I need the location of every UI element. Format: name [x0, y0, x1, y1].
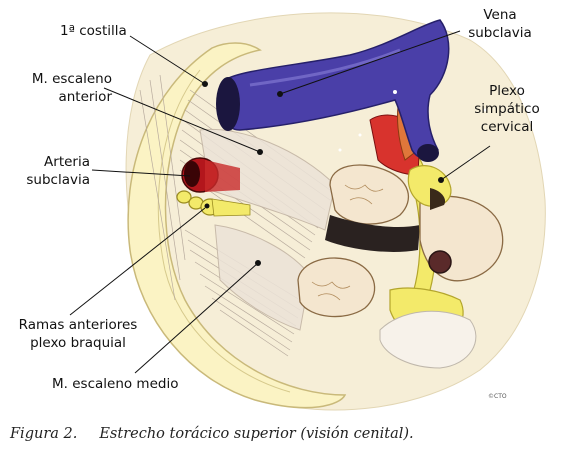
label-subclavian-artery: Arteria subclavia [18, 153, 90, 189]
vein-lumen-left [216, 77, 240, 131]
label-sympathetic-plexus: Plexo simpático cervical [462, 82, 552, 136]
artery-lumen [184, 161, 200, 187]
vein-lumen-lower [417, 144, 439, 162]
plexus-dot [204, 203, 210, 209]
copyright-mark: ©CTO [488, 393, 507, 400]
label-subclavian-artery-line2: subclavia [26, 172, 90, 188]
label-brachial-plexus-rami: Ramas anteriores plexo braquial [8, 316, 148, 352]
label-subclavian-vein: Vena subclavia [455, 6, 545, 42]
label-brachial-plexus-rami-line1: Ramas anteriores [18, 317, 138, 333]
label-brachial-plexus-rami-line2: plexo braquial [30, 335, 126, 351]
label-anterior-scalene: M. escaleno anterior [20, 70, 112, 106]
caption-text: Estrecho torácico superior (visión cenit… [99, 426, 414, 442]
label-sympathetic-plexus-line2: simpático [474, 101, 540, 117]
label-anterior-scalene-line2: anterior [58, 89, 112, 105]
first-rib [127, 42, 347, 409]
artery-vessel-body [205, 160, 240, 192]
leader-line-dots [202, 81, 444, 266]
caption-number: Figura 2. [10, 426, 78, 442]
label-first-rib-text: 1ª costilla [60, 23, 127, 39]
label-middle-scalene: M. escaleno medio [52, 375, 178, 393]
leader-lines [69, 30, 491, 374]
rib-inner-edge [157, 69, 291, 393]
label-anterior-scalene-line1: M. escaleno [31, 71, 112, 87]
brachial-plexus-rami [176, 190, 251, 217]
vein-highlight [249, 48, 401, 87]
vertebra-lower [297, 257, 376, 318]
figure-caption: Figura 2. Estrecho torácico superior (vis… [10, 426, 414, 442]
soft-tissue-bottom [379, 310, 477, 369]
label-sympathetic-plexus-line1: Plexo [489, 83, 525, 99]
plexus-dark-core [430, 188, 446, 210]
anterior-scalene-muscle [199, 128, 336, 231]
label-subclavian-vein-line2: subclavia [468, 25, 532, 41]
dark-interspace [325, 215, 420, 252]
label-first-rib: 1ª costilla [60, 22, 127, 40]
spinal-foramen [428, 250, 452, 274]
label-subclavian-artery-line1: Arteria [44, 154, 90, 170]
vertebra-texture [311, 184, 384, 301]
label-subclavian-vein-line1: Vena [483, 7, 517, 23]
label-sympathetic-plexus-line3: cervical [480, 119, 534, 135]
label-middle-scalene-text: M. escaleno medio [52, 376, 179, 392]
